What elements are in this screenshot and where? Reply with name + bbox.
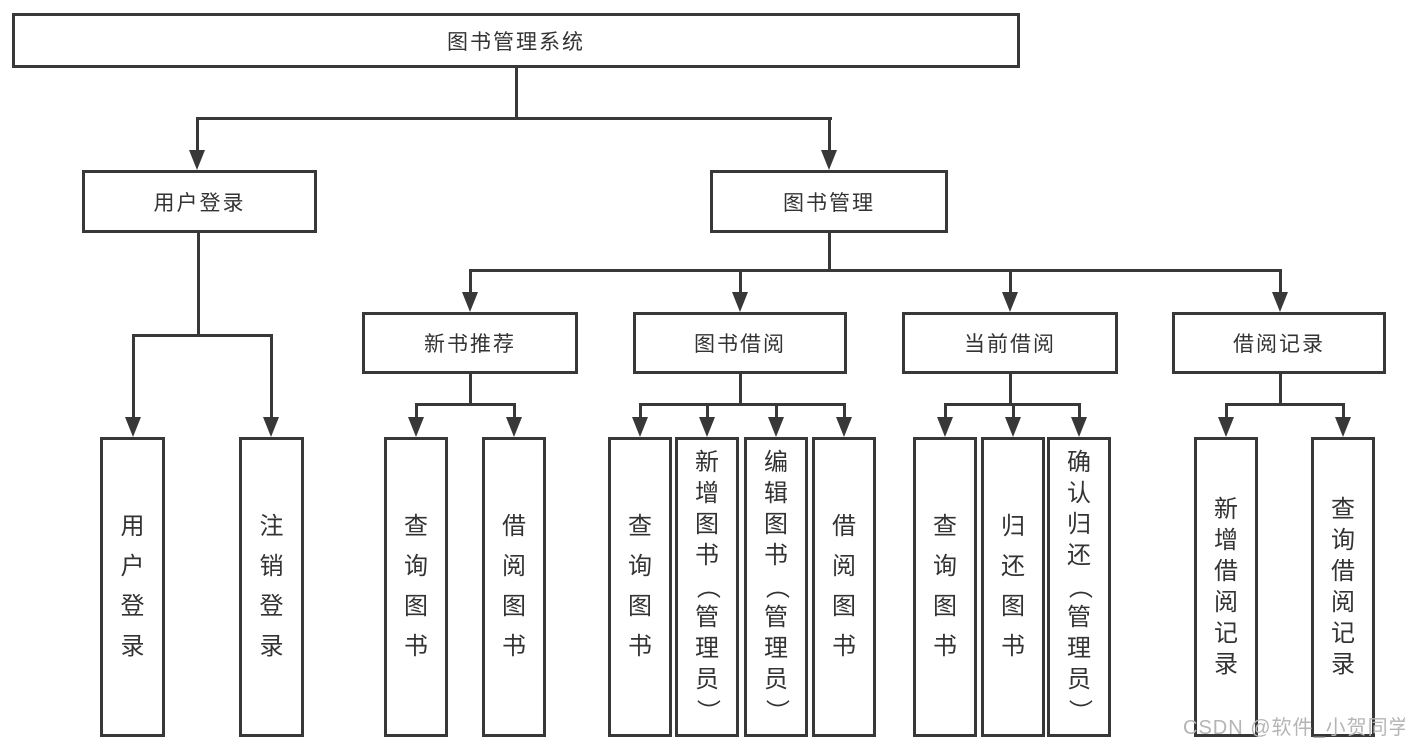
node-new-book-recommend: 新书推荐 xyxy=(362,312,578,374)
arrowhead xyxy=(937,417,953,437)
connector-leaf-drop xyxy=(1012,403,1015,418)
arrowhead xyxy=(1071,417,1087,437)
leaf-query-books-recommend: 查询图书 xyxy=(384,437,448,737)
arrowhead xyxy=(506,417,522,437)
connector-leaf-drop xyxy=(944,403,947,418)
connector-leaf-drop xyxy=(513,403,516,418)
node-root: 图书管理系统 xyxy=(12,13,1020,68)
connector-leaf-drop xyxy=(415,403,418,418)
connector-branch xyxy=(639,403,846,406)
node-current-borrow: 当前借阅 xyxy=(902,312,1118,374)
connector-leaf-drop xyxy=(1342,403,1345,418)
leaf-return-books: 归还图书 xyxy=(981,437,1045,737)
connector-book-mgmt-stem xyxy=(828,233,831,272)
connector-leaf-drop xyxy=(739,269,742,293)
node-user-login: 用户登录 xyxy=(82,170,317,233)
connector-leaf-drop xyxy=(639,403,642,418)
leaf-add-books-admin: 新增图书（管理员） xyxy=(675,437,739,737)
leaf-query-borrow-record: 查询借阅记录 xyxy=(1311,437,1375,737)
leaf-logout: 注销登录 xyxy=(239,437,304,737)
connector-stem xyxy=(1279,374,1282,406)
arrowhead xyxy=(125,417,141,437)
csdn-watermark: CSDN @软件_小贺同学 xyxy=(1183,717,1405,739)
connector-root-branch xyxy=(196,117,832,120)
connector-root-stem xyxy=(515,68,518,118)
connector-branch xyxy=(415,403,516,406)
connector-stem xyxy=(469,374,472,406)
arrowhead xyxy=(836,417,852,437)
arrowhead xyxy=(1335,417,1351,437)
leaf-add-borrow-record: 新增借阅记录 xyxy=(1194,437,1258,737)
node-book-management: 图书管理 xyxy=(710,170,948,233)
arrowhead xyxy=(1272,292,1288,312)
connector-branch xyxy=(1225,403,1345,406)
node-book-borrow: 图书借阅 xyxy=(633,312,847,374)
arrowhead xyxy=(1218,417,1234,437)
connector-leaf-drop xyxy=(270,334,273,418)
arrowhead xyxy=(768,417,784,437)
node-borrow-record: 借阅记录 xyxy=(1172,312,1386,374)
connector-leaf-drop xyxy=(469,269,472,293)
leaf-edit-books-admin: 编辑图书（管理员） xyxy=(744,437,808,737)
arrowhead xyxy=(263,417,279,437)
connector-stem xyxy=(1009,374,1012,406)
connector-leaf-drop xyxy=(1078,403,1081,418)
leaf-borrow-books-recommend: 借阅图书 xyxy=(482,437,546,737)
arrowhead xyxy=(462,292,478,312)
arrowhead xyxy=(632,417,648,437)
connector-leaf-drop xyxy=(132,334,135,418)
connector-leaf-drop xyxy=(1009,269,1012,293)
connector-leaf-drop xyxy=(843,403,846,418)
arrowhead xyxy=(408,417,424,437)
connector-leaf-drop xyxy=(706,403,709,418)
leaf-borrow-books: 借阅图书 xyxy=(812,437,876,737)
connector-book-mgmt-branch xyxy=(469,269,1282,272)
connector-user-login-stem xyxy=(197,233,200,336)
connector-to-book-management xyxy=(828,117,831,151)
arrowhead xyxy=(189,150,205,170)
connector-leaf-drop xyxy=(775,403,778,418)
connector-user-login-branch xyxy=(132,334,273,337)
arrowhead xyxy=(699,417,715,437)
leaf-confirm-return-admin: 确认归还（管理员） xyxy=(1047,437,1111,737)
arrowhead xyxy=(1005,417,1021,437)
connector-stem xyxy=(739,374,742,406)
connector-leaf-drop xyxy=(1225,403,1228,418)
leaf-query-books-current: 查询图书 xyxy=(913,437,977,737)
leaf-query-books-borrow: 查询图书 xyxy=(608,437,672,737)
leaf-user-login: 用户登录 xyxy=(100,437,165,737)
arrowhead xyxy=(821,150,837,170)
connector-to-user-login xyxy=(196,117,199,151)
connector-leaf-drop xyxy=(1279,269,1282,293)
arrowhead xyxy=(1002,292,1018,312)
arrowhead xyxy=(732,292,748,312)
